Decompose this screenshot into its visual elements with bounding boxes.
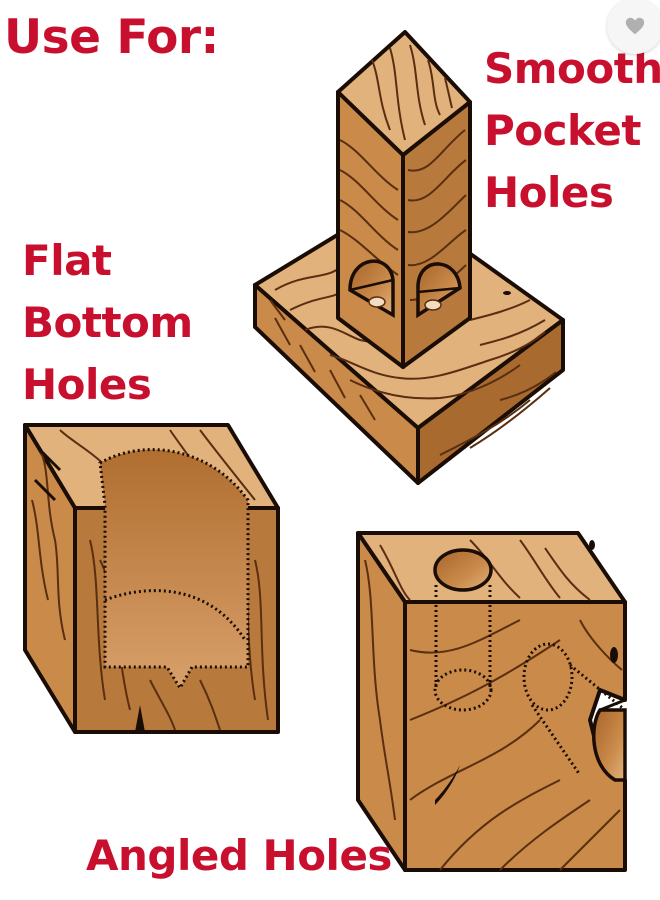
label-line: Holes — [22, 360, 152, 409]
angled-holes-illustration — [356, 531, 627, 872]
label-line: Bottom — [22, 298, 193, 347]
flat-bottom-holes-label: Flat Bottom Holes — [22, 240, 193, 426]
heart-icon — [625, 17, 645, 35]
pocket-hole-illustration — [253, 30, 565, 485]
smooth-pocket-holes-label: Smooth Pocket Holes — [484, 48, 660, 234]
label-line: Smooth — [484, 44, 660, 93]
label-line: Pocket — [484, 106, 641, 155]
label-line: Holes — [484, 168, 614, 217]
favorite-button[interactable] — [607, 0, 660, 54]
angled-holes-label: Angled Holes — [86, 831, 392, 880]
label-line: Flat — [22, 236, 112, 285]
use-for-heading: Use For: — [4, 10, 219, 65]
flat-bottom-illustration — [23, 423, 280, 734]
